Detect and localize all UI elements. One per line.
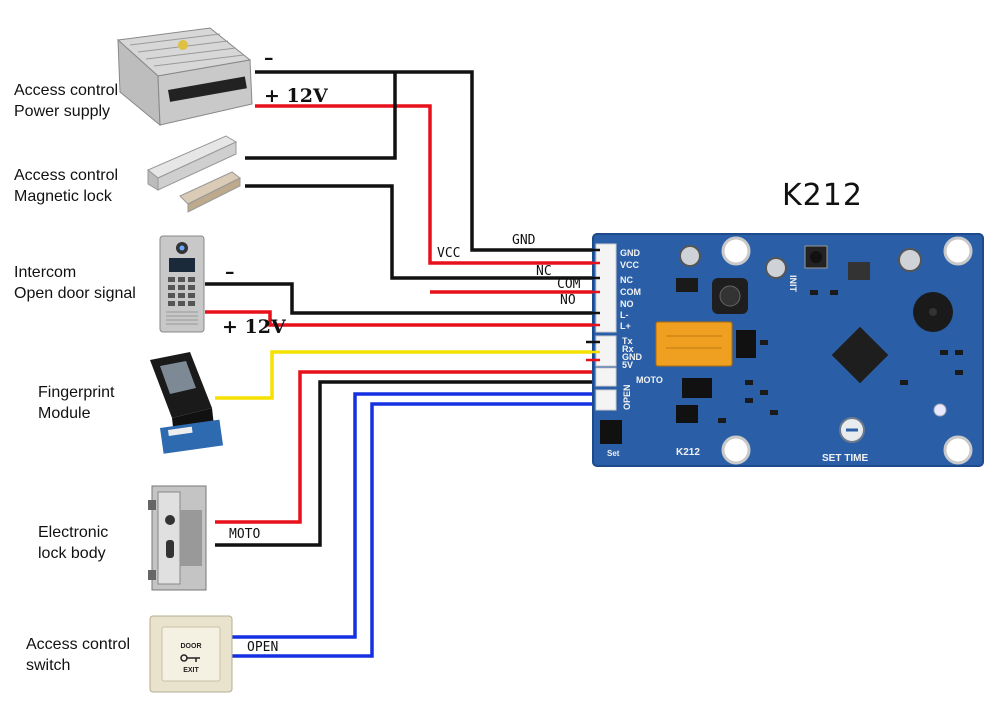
lock-body-image [148,485,207,591]
vcc-label: VCC [437,246,460,261]
exit-switch-label: Access control switch [26,636,131,674]
silk-k212: K212 [676,447,700,458]
set-button [600,420,622,444]
capacitor-1 [679,245,701,267]
chip-u1 [676,278,698,292]
pin-no: NO [620,299,634,309]
pin-gnd: GND [620,248,641,258]
power-minus-label: – [264,47,274,69]
key-icon [180,654,200,662]
open-label: OPEN [247,640,278,655]
power-supply-image [116,27,253,127]
wires [205,70,595,658]
optocoupler [682,378,712,398]
wire-power-minus-branch [245,72,397,160]
power-plus-label: + 12V [264,85,329,107]
pin-l-minus: L- [620,310,629,320]
fingerprint-image [150,352,224,454]
transistor [736,330,756,358]
magnetic-lock-label: Access control Magnetic lock [14,167,119,205]
k212-board: GND VCC NC COM NO L- L+ Tx Rx GND 5V MOT… [586,233,984,467]
switch-exit-text: EXIT [183,667,199,674]
gnd-label: GND [512,233,536,248]
wire-lockbody-black [215,380,595,547]
capacitor-2 [765,257,787,279]
fingerprint-label: Fingerprint Module [38,384,115,422]
intercom-image [159,235,205,333]
intercom-minus-label: – [225,261,235,283]
silk-set-time: SET TIME [822,453,868,464]
wire-power-gnd [255,70,595,252]
pin-gnd-2: GND [622,352,643,362]
switch-door-text: DOOR [181,643,202,650]
no-label: NO [560,293,576,308]
wire-switch-blue-2 [232,402,595,658]
silk-init: INIT [788,275,798,293]
pin-tx: Tx [622,336,633,346]
pin-5v: 5V [622,360,633,370]
regulator [848,262,870,280]
wire-power-vcc [255,104,595,265]
nc-label: NC [536,264,552,279]
intercom-plus-label: + 12V [222,316,287,338]
pin-l-plus: L+ [620,321,631,331]
com-label: COM [557,277,581,292]
wire-intercom-minus [205,282,595,315]
pin-open: OPEN [622,384,632,410]
board-title: K212 [782,178,863,213]
relay [655,321,733,367]
pin-rx: Rx [622,344,634,354]
capacitor-3 [898,248,922,272]
pin-moto: MOTO [636,375,663,385]
lock-body-label: Electronic lock body [38,524,109,562]
intercom-label: Intercom Open door signal [14,264,136,302]
pin-com: COM [620,287,641,297]
silk-set: Set [607,449,620,458]
wire-switch-blue-1 [232,392,595,639]
wire-fingerprint-yellow [215,350,595,400]
wire-maglock-nc [245,184,595,280]
moto-label: MOTO [229,527,260,542]
exit-switch-image: DOOR EXIT [149,615,233,693]
pin-nc: NC [620,275,633,285]
pin-vcc: VCC [620,260,640,270]
power-supply-label: Access control Power supply [14,82,119,120]
magnetic-lock-image [147,135,241,213]
wire-lockbody-red [215,370,595,524]
wire-intercom-plus [205,310,595,327]
chip-u4 [676,405,698,423]
led [933,403,947,417]
